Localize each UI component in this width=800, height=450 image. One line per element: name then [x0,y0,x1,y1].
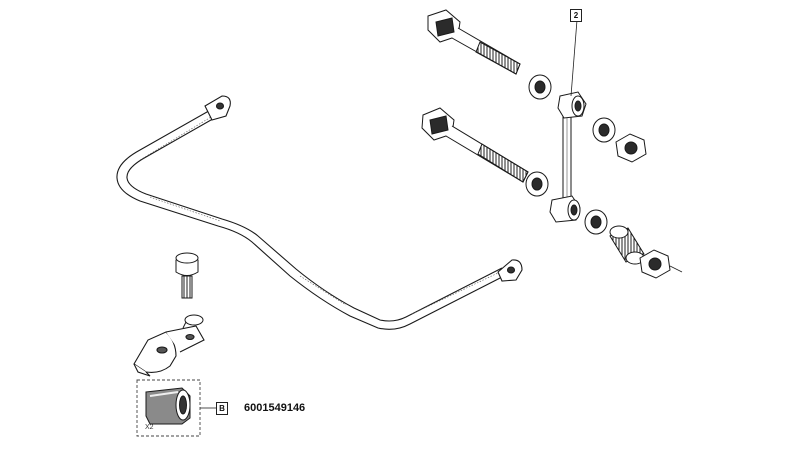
upper-washer [528,74,552,100]
lower-washer [525,171,549,197]
lower-outer-washer [584,209,608,235]
clamp-washer [182,314,204,329]
link-rod [562,107,572,209]
callout-bush-label: B [216,402,228,415]
lower-long-bolt [421,107,529,183]
part-number: 6001549146 [244,402,306,414]
axis-line-lower [669,265,683,273]
threaded-spacer [609,225,645,265]
upper-outer-washer [592,117,616,143]
clamp-bracket [133,325,205,377]
link-leader-line [570,19,578,97]
upper-nut [615,133,647,163]
rubber-bush [145,387,191,425]
link-lower-bush [549,195,581,223]
callout-link-label: 2 [570,9,582,22]
stabilizer-bar-end-upper [204,95,231,121]
clamp-bolt [175,252,199,299]
quantity-label: X2 [145,424,154,431]
stabilizer-bar-end-lower [497,259,523,282]
link-upper-bush [557,91,587,119]
upper-long-bolt [427,9,521,75]
stabilizer-bar [116,107,507,330]
lower-nut [639,249,671,279]
